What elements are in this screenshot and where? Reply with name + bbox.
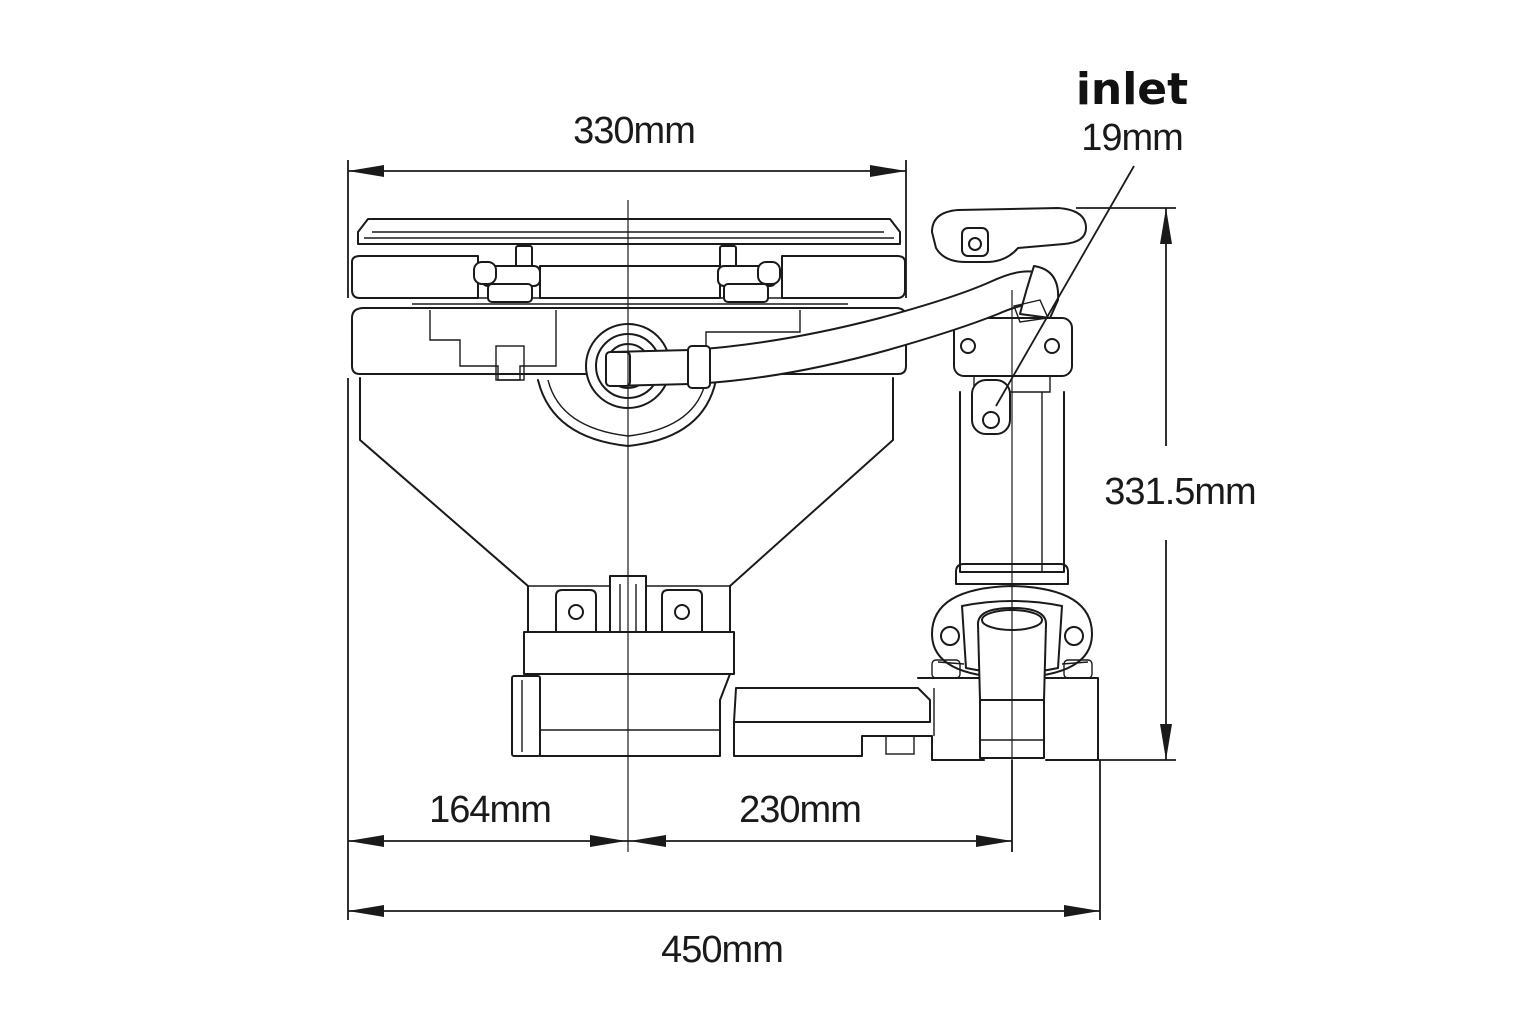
bolt-icon [940,626,960,646]
bolt-icon [674,604,690,620]
bowl-centerline [627,200,1013,852]
dimension-total-height: 331.5mm [1076,207,1257,761]
bolt-icon [1044,338,1060,354]
dimension-label-center-to-pump: 230mm [739,789,861,831]
dimension-total-length: 450mm [348,760,1101,971]
toilet-lid [357,218,901,245]
pump-handle [931,207,1087,263]
toilet-seat [351,255,906,305]
bolt-icon [960,338,976,354]
dimension-label-total-height: 331.5mm [1104,471,1255,513]
left-hinge [473,245,541,303]
hand-pump [605,207,1093,759]
dimension-seat-width: 330mm [347,110,907,298]
inlet-size-label: 19mm [1081,117,1183,159]
inlet-connector [971,379,1011,435]
bowl-flange [555,575,703,633]
bolt-icon [568,604,584,620]
dimension-label-total-length: 450mm [661,929,783,971]
pump-base [511,631,735,757]
flush-pipe [605,265,1060,389]
dimension-label-base-to-center: 164mm [429,789,551,831]
dimension-label-seat-width: 330mm [573,110,695,152]
inlet-callout: inlet 19mm [995,64,1188,407]
pump-head [953,317,1073,393]
bolt-icon [1064,626,1084,646]
inlet-label: inlet [1076,64,1188,115]
dimension-base-center: 164mm 230mm [347,378,1013,920]
right-hinge [717,245,781,303]
